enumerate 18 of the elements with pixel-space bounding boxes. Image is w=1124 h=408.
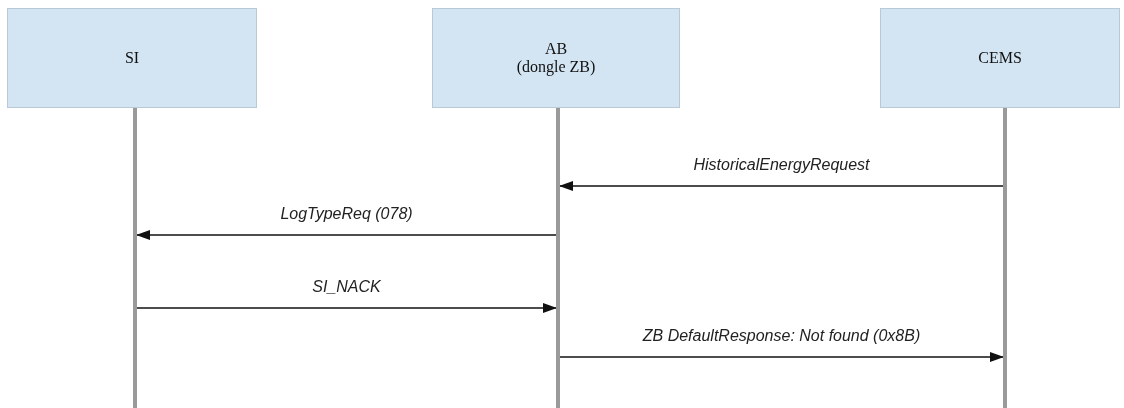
lifeline [1003,108,1007,408]
message-label: ZB DefaultResponse: Not found (0x8B) [640,327,923,345]
participant-name: SI [124,49,140,67]
participant-box [7,8,257,108]
participant-name: (dongle ZB) [516,58,596,76]
message-arrow [559,352,1004,362]
lifeline [556,108,560,408]
participant-box [432,8,680,108]
message-arrow [136,303,557,313]
participant-box [880,8,1120,108]
lifeline [133,108,137,408]
message-label: HistoricalEnergyRequest [691,156,872,174]
participant-name: CEMS [978,49,1022,67]
participant-name: AB [544,40,568,58]
message-arrow [136,230,557,240]
message-label: SI_NACK [310,278,383,296]
message-label: LogTypeReq (078) [278,205,415,223]
message-arrow [559,181,1004,191]
